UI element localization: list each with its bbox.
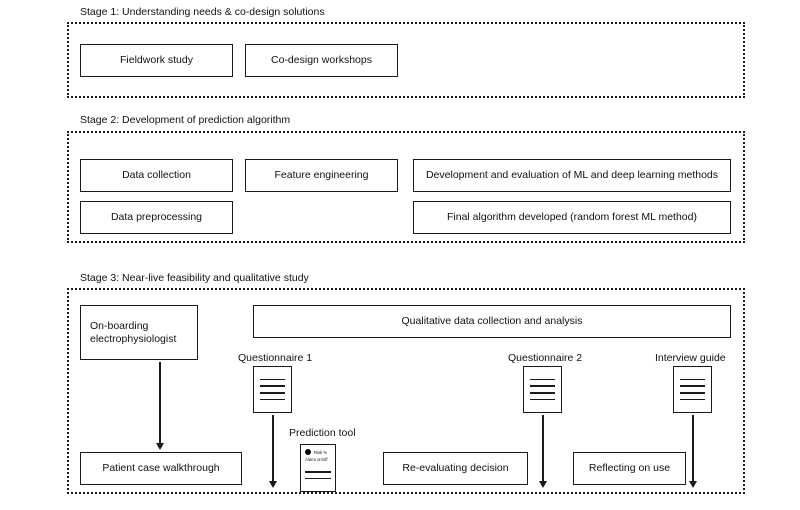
arrow-head bbox=[269, 481, 277, 488]
arrow-head bbox=[539, 481, 547, 488]
box-patient-case-walkthrough[interactable]: Patient case walkthrough bbox=[80, 452, 242, 485]
arrow-head bbox=[156, 443, 164, 450]
doc-line bbox=[530, 398, 555, 401]
prediction-tool-bar bbox=[305, 471, 331, 473]
arrow-shaft bbox=[159, 362, 161, 443]
prediction-tool-risk-label: Risk % bbox=[314, 449, 328, 455]
arrow-head bbox=[689, 481, 697, 488]
caption-prediction-tool: Prediction tool bbox=[289, 427, 356, 439]
interview-guide-document-icon[interactable] bbox=[673, 366, 712, 413]
doc-line bbox=[260, 392, 285, 394]
arrow-shaft bbox=[542, 415, 544, 481]
risk-dot-icon bbox=[305, 449, 311, 455]
doc-line bbox=[530, 378, 555, 381]
arrow-shaft bbox=[692, 415, 694, 481]
box-feature-engineering[interactable]: Feature engineering bbox=[245, 159, 398, 192]
caption-questionnaire-1: Questionnaire 1 bbox=[238, 352, 313, 364]
doc-line bbox=[260, 398, 285, 401]
arrow-questionnaire-1-down bbox=[266, 415, 280, 488]
stage-3-title: Stage 3: Near-live feasibility and quali… bbox=[80, 272, 309, 284]
arrow-interview-guide-down bbox=[686, 415, 700, 488]
box-on-boarding-label: On-boarding electrophysiologist bbox=[90, 319, 177, 345]
arrow-questionnaire-2-down bbox=[536, 415, 550, 488]
prediction-tool-bar bbox=[305, 477, 331, 480]
doc-line bbox=[530, 392, 555, 394]
stage-1-title: Stage 1: Understanding needs & co-design… bbox=[80, 6, 325, 18]
prediction-tool-risk-row: Risk % bbox=[305, 449, 331, 455]
questionnaire-1-document-icon[interactable] bbox=[253, 366, 292, 413]
prediction-tool-alarm-label: Alarm on/off bbox=[305, 457, 328, 462]
box-reflecting-on-use[interactable]: Reflecting on use bbox=[573, 452, 686, 485]
doc-line bbox=[260, 378, 285, 381]
arrow-onboarding-to-patient-case bbox=[153, 362, 167, 450]
box-data-collection[interactable]: Data collection bbox=[80, 159, 233, 192]
doc-line bbox=[680, 378, 705, 381]
caption-questionnaire-2: Questionnaire 2 bbox=[508, 352, 583, 364]
box-re-evaluating-decision[interactable]: Re-evaluating decision bbox=[383, 452, 528, 485]
doc-line bbox=[680, 392, 705, 394]
doc-line bbox=[530, 385, 555, 387]
box-on-boarding-electrophysiologist[interactable]: On-boarding electrophysiologist bbox=[80, 305, 198, 360]
arrow-shaft bbox=[272, 415, 274, 481]
doc-line bbox=[680, 385, 705, 387]
box-ml-development-evaluation[interactable]: Development and evaluation of ML and dee… bbox=[413, 159, 731, 192]
doc-line bbox=[680, 398, 705, 401]
caption-interview-guide: Interview guide bbox=[655, 352, 726, 364]
doc-line bbox=[260, 385, 285, 387]
prediction-tool-icon[interactable]: Risk % Alarm on/off bbox=[300, 444, 336, 492]
box-data-preprocessing[interactable]: Data preprocessing bbox=[80, 201, 233, 234]
box-qualitative-data-collection[interactable]: Qualitative data collection and analysis bbox=[253, 305, 731, 338]
stage-2-title: Stage 2: Development of prediction algor… bbox=[80, 114, 291, 126]
box-fieldwork-study[interactable]: Fieldwork study bbox=[80, 44, 233, 77]
box-final-algorithm[interactable]: Final algorithm developed (random forest… bbox=[413, 201, 731, 234]
questionnaire-2-document-icon[interactable] bbox=[523, 366, 562, 413]
box-co-design-workshops[interactable]: Co-design workshops bbox=[245, 44, 398, 77]
